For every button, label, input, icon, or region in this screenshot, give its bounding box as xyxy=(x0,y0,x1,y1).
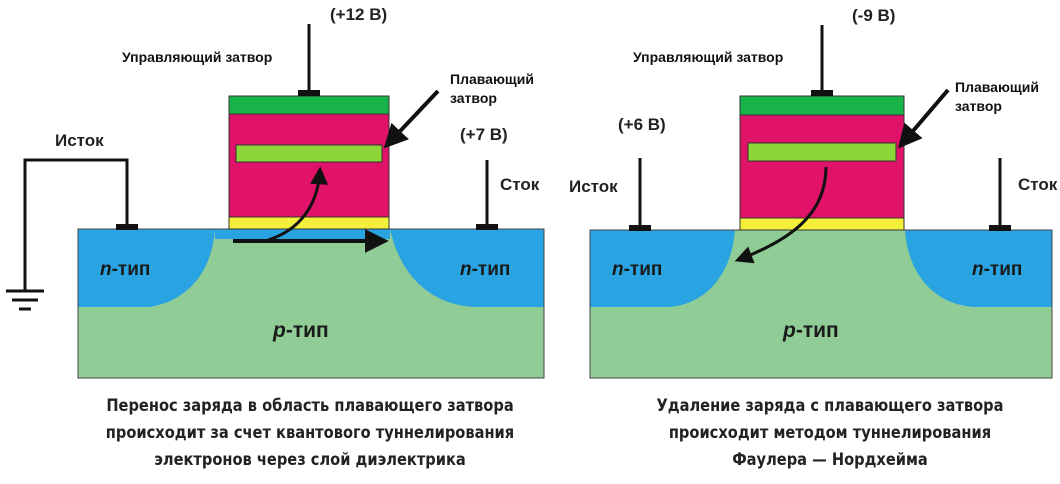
right-source-voltage: (+6 В) xyxy=(618,115,666,134)
right-p-type-label: p-тип xyxy=(782,319,839,342)
right-caption-line: Фаулера — Нордхейма xyxy=(732,450,928,470)
right-gate-voltage: (-9 В) xyxy=(852,6,895,25)
right-n-region-drain xyxy=(905,230,1052,307)
left-n-type-label-drain: n-тип xyxy=(460,259,510,280)
left-p-type-label: p-тип xyxy=(272,319,329,342)
left-caption-line: Перенос заряда в область плавающего затв… xyxy=(106,396,514,416)
right-floating-gate-label-line1: Плавающий xyxy=(955,79,1039,95)
right-gate-contact xyxy=(811,90,833,96)
right-floating-gate-label-line2: затвор xyxy=(955,98,1002,114)
left-gate-voltage: (+12 В) xyxy=(330,5,387,24)
right-tunneling-arrow xyxy=(734,166,828,264)
right-n-type-label-drain: n-тип xyxy=(972,259,1022,280)
right-n-region-source xyxy=(590,230,735,307)
right-source-label: Исток xyxy=(569,177,618,196)
left-control-gate xyxy=(228,95,390,115)
right-source-contact xyxy=(629,225,651,231)
left-cell: (+12 В) Управляющий затвор Плавающий зат… xyxy=(6,5,545,379)
left-channel xyxy=(215,229,390,239)
right-cell: (-9 В) Управляющий затвор Плавающий затв… xyxy=(569,6,1058,379)
left-floating-gate-pointer-arrow xyxy=(383,89,440,149)
left-gate-body xyxy=(228,113,390,218)
left-n-region-source xyxy=(78,229,215,307)
right-control-gate xyxy=(739,95,905,116)
right-gate-body xyxy=(739,114,905,219)
right-dielectric-layer xyxy=(739,217,905,231)
left-caption-line: электронов через слой диэлектрика xyxy=(154,450,466,470)
right-floating-gate xyxy=(747,142,897,162)
left-control-gate-label: Управляющий затвор xyxy=(122,49,272,65)
left-n-region-drain xyxy=(390,229,544,307)
right-caption: Удаление заряда с плавающего затвора про… xyxy=(598,393,1060,474)
right-drain-contact xyxy=(989,225,1011,231)
left-drain-label: Сток xyxy=(500,175,540,194)
right-control-gate-label: Управляющий затвор xyxy=(633,49,783,65)
left-caption: Перенос заряда в область плавающего затв… xyxy=(78,393,542,474)
left-gate-contact xyxy=(298,90,320,96)
left-caption-line: происходит за счет квантового туннелиров… xyxy=(105,423,515,443)
right-floating-gate-pointer-arrow xyxy=(897,88,950,149)
left-floating-gate xyxy=(235,144,383,163)
right-caption-line: происходит методом туннелирования xyxy=(668,423,992,443)
right-caption-line: Удаление заряда с плавающего затвора xyxy=(656,396,1004,416)
left-drain-voltage: (+7 В) xyxy=(460,125,508,144)
left-tunneling-arrow xyxy=(267,166,329,242)
left-source-contact xyxy=(116,224,138,230)
left-dielectric-layer xyxy=(228,216,390,230)
left-drain-contact xyxy=(476,224,498,230)
left-floating-gate-label-line1: Плавающий xyxy=(450,71,534,87)
right-drain-label: Сток xyxy=(1018,175,1058,194)
left-n-type-label-source: n-тип xyxy=(100,259,150,280)
left-source-label: Исток xyxy=(55,131,104,150)
left-floating-gate-label-line2: затвор xyxy=(450,90,497,106)
left-source-wire xyxy=(23,158,129,290)
ground-icon xyxy=(6,289,44,311)
right-n-type-label-source: n-тип xyxy=(612,259,662,280)
